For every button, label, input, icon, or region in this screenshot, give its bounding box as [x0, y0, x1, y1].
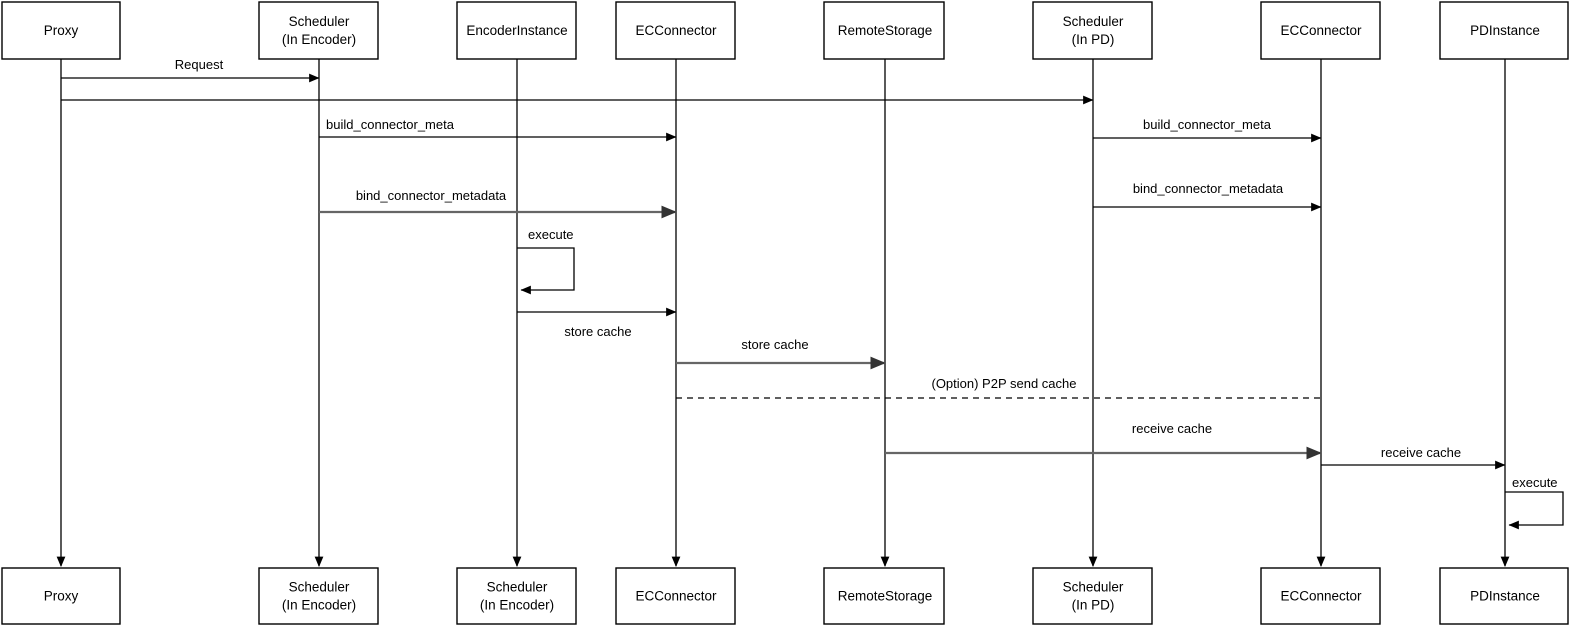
top-participant-label: RemoteStorage: [838, 23, 933, 38]
bottom-participant-label: ECConnector: [1280, 589, 1362, 604]
bottom-participant-sched_enc[interactable]: Scheduler (In Encoder): [258, 567, 379, 625]
message-label: Request: [175, 57, 224, 72]
bottom-participant-sublabel: (In Encoder): [282, 598, 356, 613]
self-loop-label: execute: [1512, 475, 1558, 490]
message-label: receive cache: [1132, 421, 1212, 436]
message-label: bind_connector_metadata: [1133, 181, 1284, 196]
message-m4[interactable]: build_connector_meta: [1093, 117, 1322, 143]
self-loop-path: [1505, 491, 1564, 530]
message-m11[interactable]: receive cache: [1321, 445, 1506, 470]
bottom-participant-proxy[interactable]: Proxy: [1, 567, 121, 625]
self-loop-label: execute: [528, 227, 574, 242]
bottom-participant-label: PDInstance: [1470, 589, 1540, 604]
bottom-participant-label: ECConnector: [635, 589, 717, 604]
self-loops-group: execute execute: [517, 227, 1564, 530]
top-participant-ecconn_l[interactable]: ECConnector: [615, 1, 736, 60]
bottom-participant-ecconn_r[interactable]: ECConnector: [1260, 567, 1381, 625]
bottom-participant-boxes: Proxy Scheduler (In Encoder) Scheduler (In E…: [1, 567, 1569, 625]
top-participant-remote[interactable]: RemoteStorage: [823, 1, 945, 60]
message-label: store cache: [564, 324, 631, 339]
self-loop-s1[interactable]: execute: [517, 227, 575, 295]
message-m6[interactable]: bind_connector_metadata: [1093, 181, 1322, 212]
top-participant-sched_pd[interactable]: Scheduler (In PD): [1032, 1, 1153, 60]
bottom-participant-sublabel: (In PD): [1072, 598, 1115, 613]
top-participant-label: Scheduler: [289, 14, 350, 29]
message-label: bind_connector_metadata: [356, 188, 507, 203]
top-participant-proxy[interactable]: Proxy: [1, 1, 121, 60]
message-m9[interactable]: (Option) P2P send cache: [676, 376, 1321, 399]
message-m8[interactable]: store cache: [676, 337, 886, 370]
lifelines-group: [56, 59, 1510, 568]
bottom-participant-label: Scheduler: [1063, 580, 1124, 595]
bottom-participant-sublabel: (In Encoder): [480, 598, 554, 613]
message-m5[interactable]: bind_connector_metadata: [319, 188, 677, 219]
top-participant-sublabel: (In PD): [1072, 32, 1115, 47]
bottom-participant-sched_pd[interactable]: Scheduler (In PD): [1032, 567, 1153, 625]
bottom-participant-label: Scheduler: [289, 580, 350, 595]
message-label: receive cache: [1381, 445, 1461, 460]
bottom-participant-remote[interactable]: RemoteStorage: [823, 567, 945, 625]
message-label: build_connector_meta: [326, 117, 455, 132]
bottom-participant-enc_inst[interactable]: Scheduler (In Encoder): [456, 567, 577, 625]
bottom-participant-label: RemoteStorage: [838, 589, 933, 604]
top-participant-pdinst[interactable]: PDInstance: [1439, 1, 1569, 60]
message-m7[interactable]: store cache: [517, 307, 677, 339]
message-m1[interactable]: Request: [61, 57, 320, 83]
bottom-participant-label: Proxy: [44, 589, 79, 604]
message-label: (Option) P2P send cache: [931, 376, 1076, 391]
top-participant-label: ECConnector: [635, 23, 717, 38]
top-participant-label: ECConnector: [1280, 23, 1362, 38]
top-participant-enc_inst[interactable]: EncoderInstance: [456, 1, 577, 60]
top-participant-sched_enc[interactable]: Scheduler (In Encoder): [258, 1, 379, 60]
self-loop-path: [517, 247, 575, 295]
message-label: build_connector_meta: [1143, 117, 1272, 132]
message-m10[interactable]: receive cache: [885, 421, 1322, 460]
messages-group: Request build_connector_meta build_connect…: [61, 57, 1506, 470]
bottom-participant-label: Scheduler: [487, 580, 548, 595]
top-participant-label: Scheduler: [1063, 14, 1124, 29]
top-participant-label: EncoderInstance: [466, 23, 567, 38]
top-participant-label: Proxy: [44, 23, 79, 38]
bottom-participant-pdinst[interactable]: PDInstance: [1439, 567, 1569, 625]
self-loop-s2[interactable]: execute: [1505, 475, 1564, 530]
top-participant-boxes: Proxy Scheduler (In Encoder) EncoderInstanc…: [1, 1, 1569, 60]
top-participant-label: PDInstance: [1470, 23, 1540, 38]
bottom-participant-ecconn_l[interactable]: ECConnector: [615, 567, 736, 625]
message-label: store cache: [741, 337, 808, 352]
message-m3[interactable]: build_connector_meta: [319, 117, 677, 142]
top-participant-ecconn_r[interactable]: ECConnector: [1260, 1, 1381, 60]
top-participant-sublabel: (In Encoder): [282, 32, 356, 47]
